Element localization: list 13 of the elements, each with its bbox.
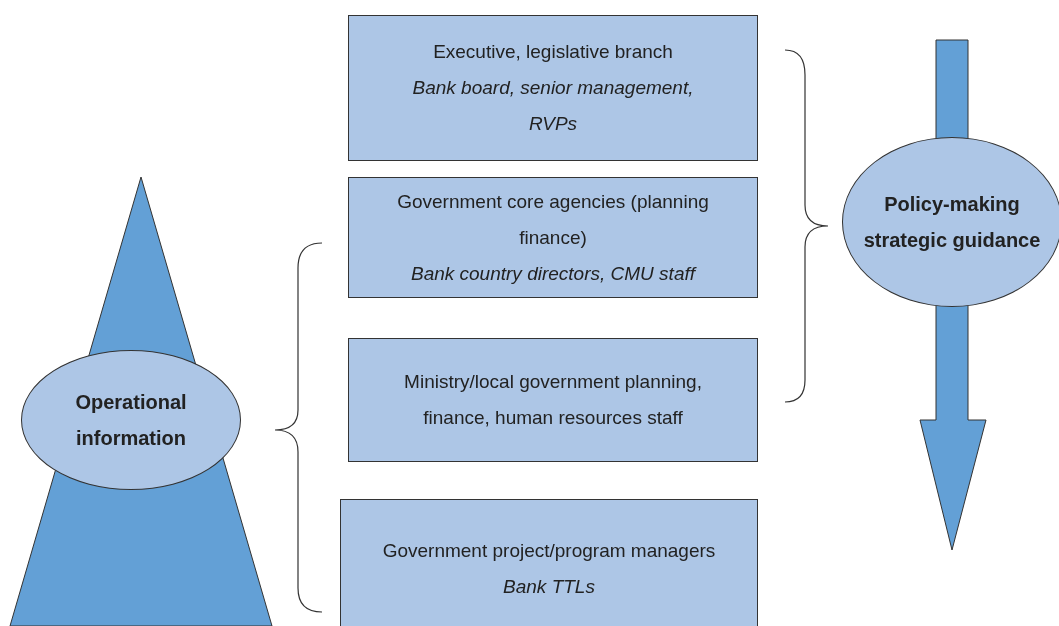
body-text: Bank TTLs <box>503 575 595 599</box>
heading-text: Ministry/local government planning, finance, human resources staff <box>403 370 703 430</box>
text-box <box>348 15 758 161</box>
body-text: Bank country directors, CMU staff <box>410 261 695 286</box>
text-box <box>340 499 758 626</box>
heading-text: Government project/program managers <box>382 539 716 563</box>
text-box <box>348 177 758 298</box>
ellipse-text: Policy-making strategic guidance <box>863 192 1041 253</box>
heading-text: Government core agencies (planning finance) <box>396 189 710 250</box>
body-text: Bank board, senior management, RVPs <box>411 76 695 136</box>
ellipse-text: Operational information <box>74 390 188 451</box>
text-box <box>348 338 758 462</box>
heading-text: Executive, legislative branch <box>433 40 673 64</box>
